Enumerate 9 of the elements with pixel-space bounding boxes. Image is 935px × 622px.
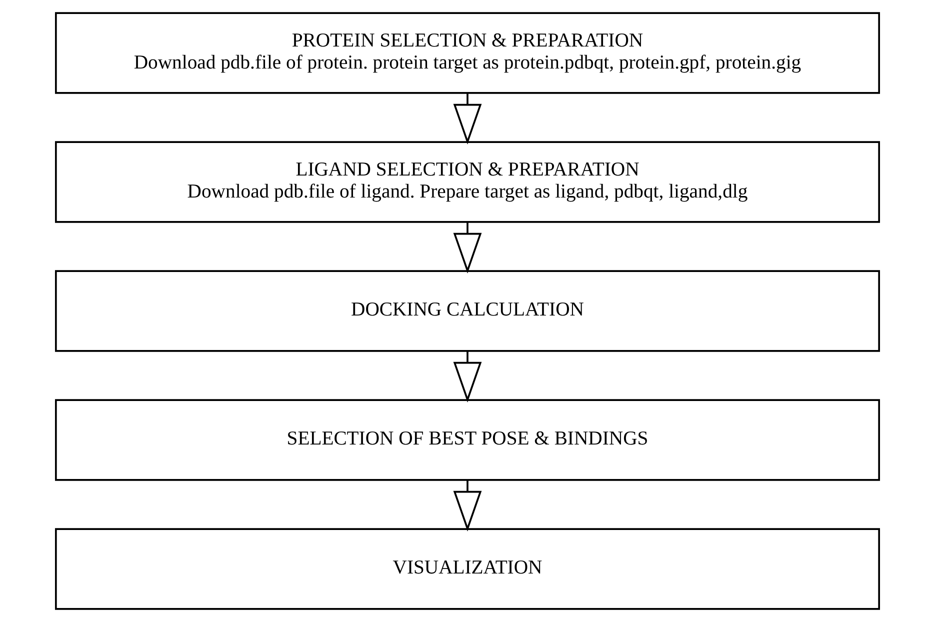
node-box: LIGAND SELECTION & PREPARATION Download pdb.file of ligand. Prepare target as ligand, pdbqt, ligand,dlg	[55, 141, 880, 223]
node-box: PROTEIN SELECTION & PREPARATION Download pdb.file of protein. protein target as protein.pdbqt, protein.gpf, protein.gig	[55, 12, 880, 94]
node-box: VISUALIZATION	[55, 528, 880, 610]
node-box: SELECTION OF BEST POSE & BINDINGS	[55, 399, 880, 481]
arrow	[453, 480, 482, 532]
arrow	[453, 351, 482, 402]
node-box: DOCKING CALCULATION	[55, 270, 880, 352]
arrow	[453, 222, 482, 274]
arrow	[453, 93, 482, 144]
